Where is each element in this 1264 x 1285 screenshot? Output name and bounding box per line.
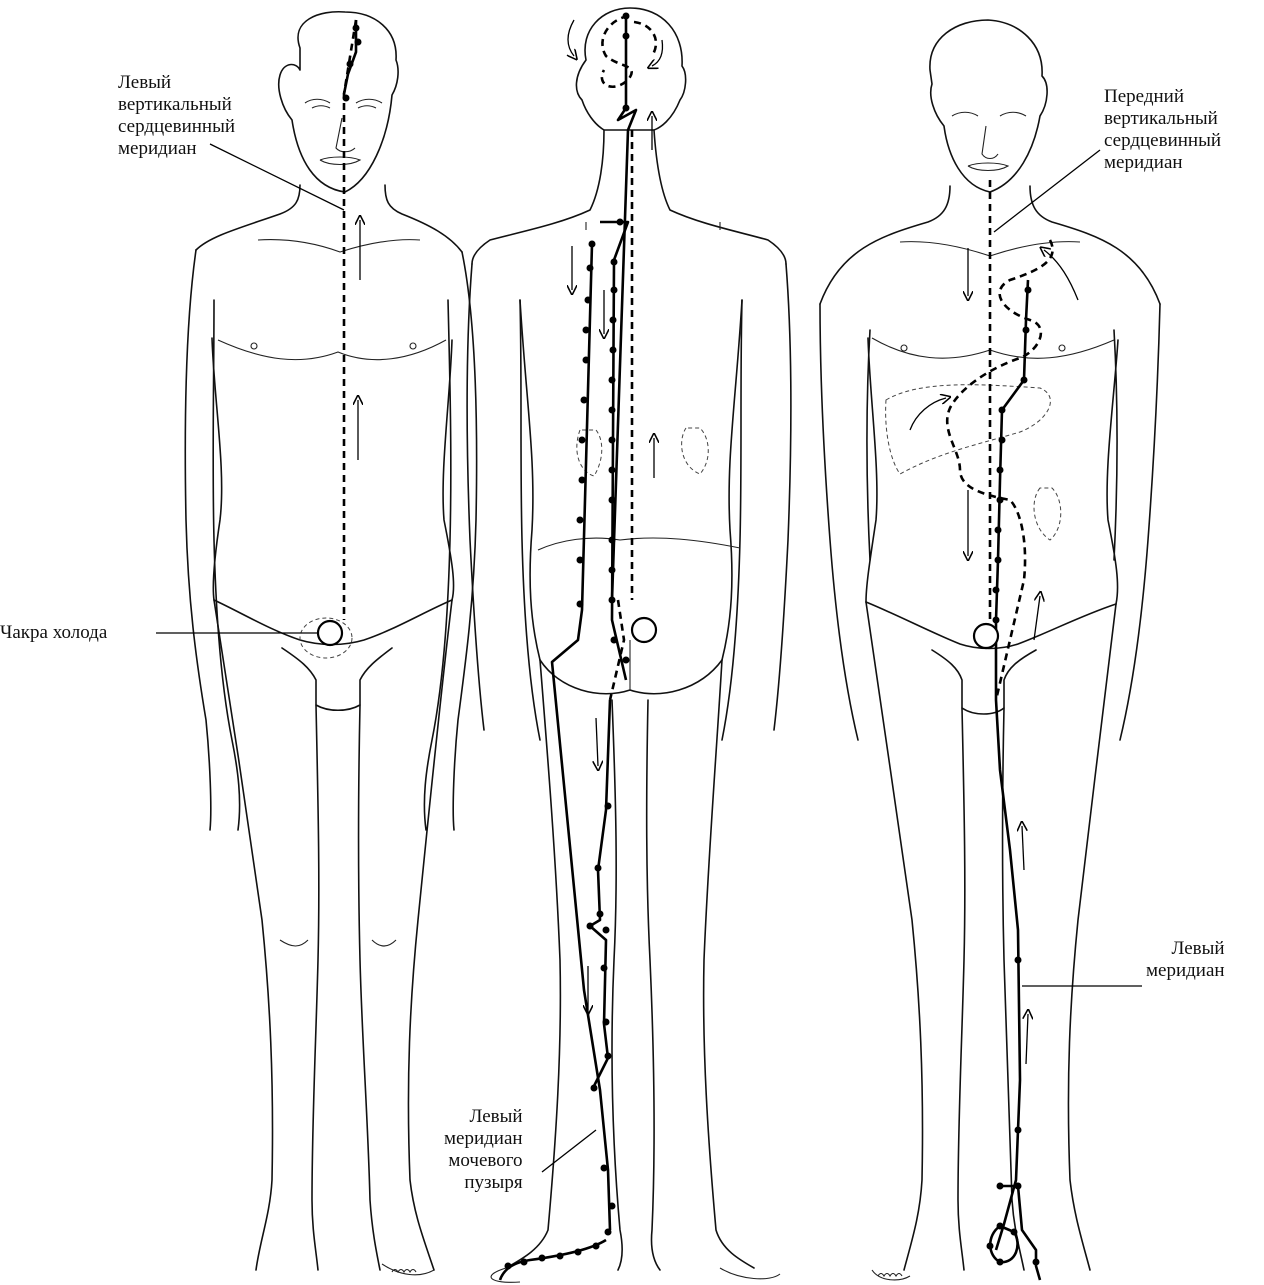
figure-front-right [819,19,1161,1281]
label-cold-chakra: Чакра холода [0,622,108,643]
leader-front-vertical [993,149,1101,233]
label-left-vertical-meridian: Левый вертикальный сердцевинный меридиан [118,72,236,159]
leader-bladder [541,1129,597,1173]
label-left-bladder-meridian: Левый меридиан мочевого пузыря [444,1106,523,1193]
figure-front-left [184,10,478,1276]
label-front-vertical-meridian: Передний вертикальный сердцевинный мерид… [1104,86,1222,173]
label-left-meridian: Левый меридиан [1146,938,1225,981]
leader-left-vertical [209,143,345,211]
figure-back [466,7,792,1283]
